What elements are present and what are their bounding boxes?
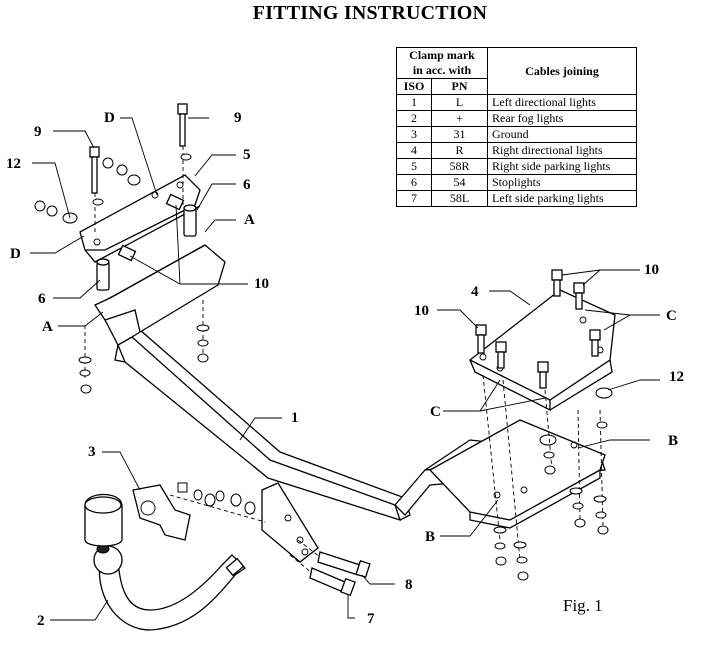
callout-9-right: 9 <box>234 110 242 126</box>
cables-joining-table: Clamp mark in acc. with Cables joining I… <box>396 47 637 207</box>
iso-cell: 7 <box>396 190 432 207</box>
desc-cell: Left side parking lights <box>487 190 637 207</box>
callout-2: 2 <box>37 613 45 629</box>
callout-a-left: A <box>42 319 53 335</box>
page-title: FITTING INSTRUCTION <box>252 2 488 24</box>
iso-header: ISO <box>396 78 432 95</box>
ball-neck-part-2 <box>84 493 247 631</box>
callout-d-left: D <box>10 246 21 262</box>
bolt-part-10 <box>475 269 613 399</box>
table-row: 7 58L Left side parking lights <box>396 190 637 207</box>
table-row: 2 + Rear fog lights <box>396 110 637 127</box>
clamp-mark-header: Clamp mark in acc. with <box>396 47 488 79</box>
callout-c-right: C <box>666 308 677 324</box>
callout-10-mid: 10 <box>254 276 269 292</box>
callout-10-top: 10 <box>644 262 659 278</box>
callout-5: 5 <box>243 147 251 163</box>
callout-1: 1 <box>291 410 299 426</box>
callout-12-left: 12 <box>6 156 21 172</box>
callout-3: 3 <box>88 444 96 460</box>
leader-lines <box>30 117 660 621</box>
socket-plate-part-3 <box>132 482 266 541</box>
callout-a-right: A <box>244 212 255 228</box>
callout-b-right: B <box>668 433 679 449</box>
callout-b-left: B <box>425 529 436 545</box>
callout-6-left: 6 <box>38 291 46 307</box>
ball-mount-bracket <box>261 482 319 563</box>
upper-bracket-D <box>79 174 201 263</box>
callout-8: 8 <box>405 577 413 593</box>
pn-cell: 58L <box>431 190 488 207</box>
callout-9-left: 9 <box>34 124 42 140</box>
table-row: 1 L Left directional lights <box>396 94 637 111</box>
plate-fasteners <box>482 374 609 581</box>
callout-4: 4 <box>471 284 479 300</box>
lower-right-plate-B <box>428 419 606 529</box>
callout-10-plate: 10 <box>414 303 429 319</box>
callout-c-left: C <box>430 404 441 420</box>
pn-cell: 31 <box>431 126 488 143</box>
figure-label: Fig. 1 <box>563 596 603 615</box>
callout-12-right: 12 <box>669 369 684 385</box>
spacer-part-6 <box>96 204 197 291</box>
bolt-part-7-8 <box>289 539 371 597</box>
callout-d-top: D <box>104 110 115 126</box>
lower-left-fasteners <box>78 300 210 394</box>
desc-cell: Left directional lights <box>487 94 637 111</box>
callout-6-right: 6 <box>243 177 251 193</box>
desc-cell: Rear fog lights <box>487 110 637 127</box>
callout-7: 7 <box>367 611 375 627</box>
